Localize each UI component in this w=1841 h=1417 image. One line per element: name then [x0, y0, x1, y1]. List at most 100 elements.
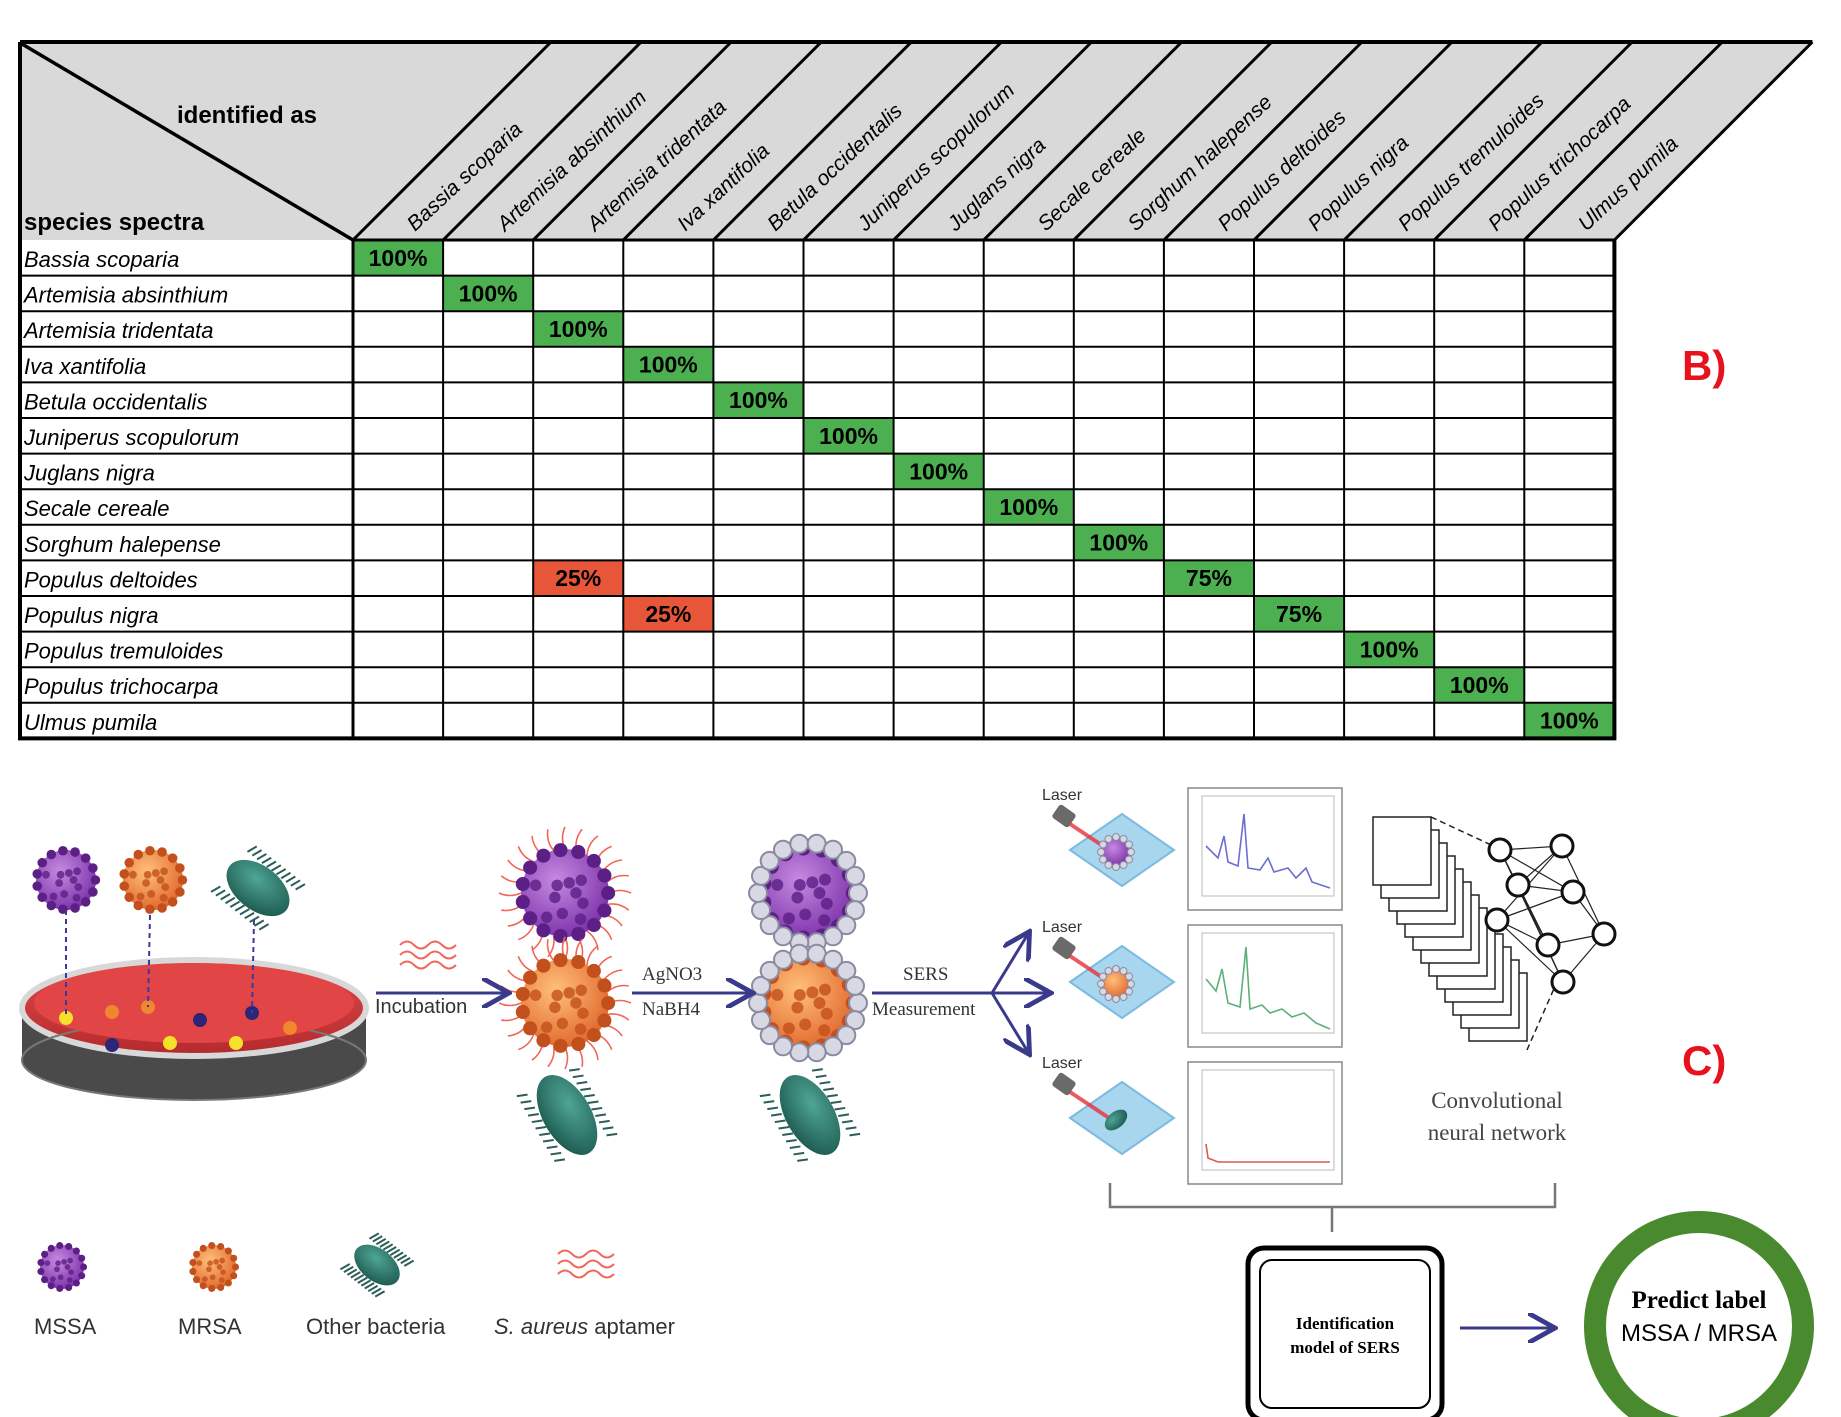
matrix-cell-correct [1524, 702, 1615, 739]
row-header-artemisia-absinthium: Artemisia absinthium [22, 283, 228, 308]
row-header-populus-tremuloides: Populus tremuloides [24, 639, 223, 664]
header-slant-line [532, 40, 733, 242]
matrix-cell-correct [1073, 524, 1164, 561]
matrix-cell-correct [353, 240, 444, 276]
matrix-header-background [20, 42, 1813, 240]
cnn-connection [1496, 891, 1574, 921]
incubation-label: Incubation [375, 996, 467, 1018]
row-header-juniperus-scopulorum: Juniperus scopulorum [23, 425, 239, 450]
header-slant-line [802, 40, 1003, 242]
legend-mrsa-icon [189, 1242, 240, 1292]
sers-arrow-up [990, 934, 1028, 994]
matrix-cell-correct [623, 346, 714, 383]
matrix-cell-value: 100% [549, 316, 608, 342]
cnn-neuron [1535, 932, 1561, 958]
matrix-cell-correct [893, 453, 984, 490]
matrix-outer-border [18, 42, 1617, 741]
matrix-cell-value: 100% [909, 458, 968, 484]
model-label-line-2: model of SERS [1290, 1338, 1400, 1357]
matrix-cell-value: 75% [1276, 601, 1322, 627]
cnn-diagram [1372, 816, 1617, 1051]
cnn-feature-map [1372, 816, 1432, 886]
reagent-nabh4: NaBH4 [642, 999, 701, 1020]
cnn-label-line-1: Convolutional [1431, 1088, 1563, 1113]
header-slant-line [892, 40, 1093, 242]
matrix-cell-correct [713, 382, 804, 418]
corner-diagonal [21, 42, 354, 242]
header-slant-line [1613, 40, 1814, 242]
matrix-cell-correct [533, 311, 624, 347]
panel-label-c: C) [1682, 1037, 1726, 1084]
matrix-cell-value: 25% [645, 601, 691, 627]
row-header-populus-deltoides: Populus deltoides [24, 567, 198, 592]
laser-measurement-icon [1052, 936, 1176, 1020]
sers-arrow-down [990, 992, 1028, 1052]
matrix-cell-value: 100% [369, 245, 428, 271]
header-slant-line [1433, 40, 1634, 242]
row-header-populus-trichocarpa: Populus trichocarpa [24, 674, 218, 699]
panel-label-b: B) [1682, 342, 1726, 389]
laser-label: Laser [1042, 919, 1083, 936]
silver-nanoparticle-shell-icon [748, 943, 868, 1063]
silver-nanoparticle-shell-icon [748, 833, 868, 953]
mrsa-bacterium-icon [515, 953, 616, 1053]
merge-bracket [1108, 1183, 1557, 1232]
cnn-connection [1517, 884, 1564, 983]
matrix-cell-value: 100% [639, 352, 698, 378]
row-header-secale-cereale: Secale cereale [24, 496, 170, 521]
header-slant-line [622, 40, 823, 242]
header-slant-line [351, 40, 553, 242]
legend-mssa-icon [37, 1242, 88, 1292]
row-header-populus-nigra: Populus nigra [24, 603, 159, 628]
matrix-cell-correct [1434, 667, 1525, 703]
predict-ring [1584, 1211, 1814, 1417]
sers-label: SERS [903, 964, 948, 985]
mssa-spectrum-plot [1187, 787, 1343, 911]
matrix-cell-value: 100% [1540, 708, 1599, 734]
species-identification-matrix: 100%100%100%100%100%100%100%100%100%25%7… [18, 40, 1814, 741]
cnn-label-line-2: neural network [1428, 1120, 1567, 1145]
other-bacterium-icon [759, 1068, 861, 1162]
cnn-neuron [1550, 969, 1576, 995]
legend-other-bacteria-icon [339, 1232, 415, 1298]
matrix-cell-correct [1163, 560, 1254, 596]
row-header-ulmus-pumila: Ulmus pumila [24, 710, 157, 735]
cnn-neuron [1487, 837, 1513, 863]
matrix-cell-error [623, 596, 714, 632]
matrix-cell-value: 100% [729, 387, 788, 413]
matrix-cell-value: 100% [1089, 530, 1148, 556]
sers-cnn-workflow-diagram: C) Incubation AgNO3 NaBH4 SERS Measurem [19, 787, 1814, 1417]
matrix-cell-value: 75% [1186, 565, 1232, 591]
header-slant-line [442, 40, 643, 242]
cnn-neuron [1560, 879, 1586, 905]
cnn-connector-line [1526, 974, 1561, 1051]
laser-label: Laser [1042, 787, 1083, 804]
petri-dish-icon [19, 910, 369, 1101]
legend-mrsa-label: MRSA [178, 1314, 242, 1339]
cnn-neuron [1591, 921, 1617, 947]
cnn-connection [1499, 849, 1574, 893]
legend-other-bacteria-label: Other bacteria [306, 1314, 446, 1339]
row-header-iva-xantifolia: Iva xantifolia [24, 354, 146, 379]
header-slant-line [1162, 40, 1363, 242]
other-bacterium-icon [516, 1068, 618, 1162]
laser-measurement-icon [1052, 1072, 1176, 1156]
mssa-bacterium-icon [515, 843, 616, 943]
header-slant-line [982, 40, 1183, 242]
row-header-artemisia-tridentata: Artemisia tridentata [22, 318, 214, 343]
legend-mssa-label: MSSA [34, 1314, 97, 1339]
matrix-cell-correct [443, 275, 534, 312]
header-slant-line [1072, 40, 1273, 242]
cnn-neuron [1505, 872, 1531, 898]
matrix-cell-value: 25% [555, 565, 601, 591]
matrix-cell-correct [1254, 596, 1345, 632]
header-slant-line [1343, 40, 1544, 242]
identification-model-box [1245, 1245, 1445, 1417]
matrix-cell-value: 100% [459, 280, 518, 306]
aptamer-icon [399, 940, 457, 970]
corner-label-species-spectra: species spectra [24, 209, 205, 236]
cnn-neuron [1484, 907, 1510, 933]
model-label-line-1: Identification [1296, 1314, 1395, 1333]
header-slant-line [1252, 40, 1454, 242]
header-slant-line [712, 40, 913, 242]
